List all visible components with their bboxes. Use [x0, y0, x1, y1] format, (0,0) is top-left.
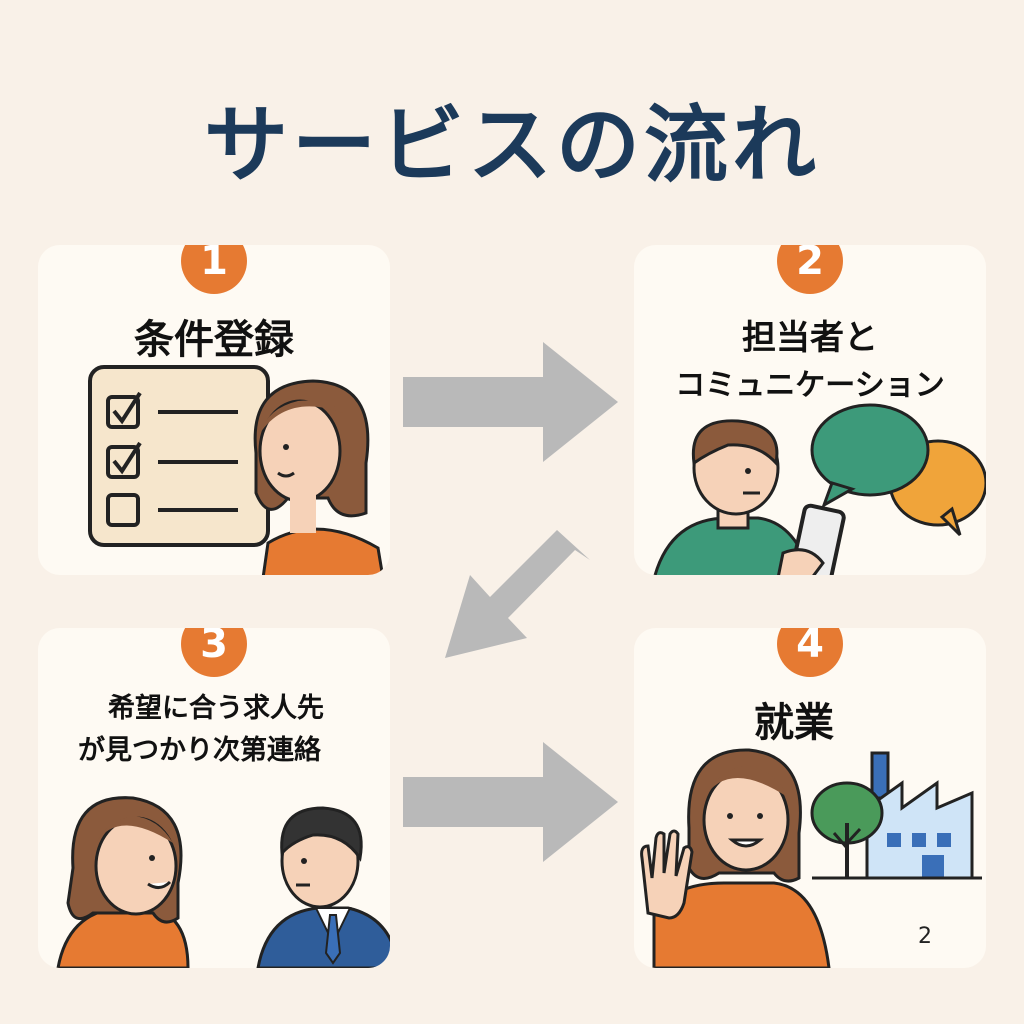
man-avatar: [653, 419, 846, 575]
woman-avatar: [56, 796, 190, 968]
step-title: 条件登録: [134, 317, 294, 363]
step-card-2: 2 担当者と コミュニケーション: [634, 245, 986, 575]
step-number-badge: 2: [777, 245, 843, 294]
step-number-badge: 3: [181, 628, 247, 677]
factory-icon: [810, 751, 982, 880]
step-title-line-2: が見つかり次第連絡: [78, 735, 321, 766]
step-title-line-1: 担当者と: [742, 318, 878, 358]
step-card-1: 1 条件登録: [38, 245, 390, 575]
step-title: 就業: [754, 700, 834, 746]
page-number: 2: [918, 924, 932, 949]
woman-avatar: [253, 379, 385, 575]
step-card-3: 3 希望に合う求人先 が見つかり次第連絡: [38, 628, 390, 968]
arrow-right-icon: [403, 342, 618, 462]
step-title-line-1: 希望に合う求人先: [108, 693, 324, 724]
businessman-avatar: [256, 806, 390, 968]
step-number-badge: 1: [181, 245, 247, 294]
chat-bubbles-icon: [810, 403, 986, 537]
arrow-down-left-icon: [445, 530, 590, 658]
arrow-right-icon: [403, 742, 618, 862]
step-card-4: 4 就業: [634, 628, 986, 968]
waving-woman-avatar: [640, 748, 831, 968]
page-title: サービスの流れ: [203, 96, 820, 194]
step-number-badge: 4: [777, 628, 843, 677]
step-title-line-2: コミュニケーション: [675, 368, 945, 403]
